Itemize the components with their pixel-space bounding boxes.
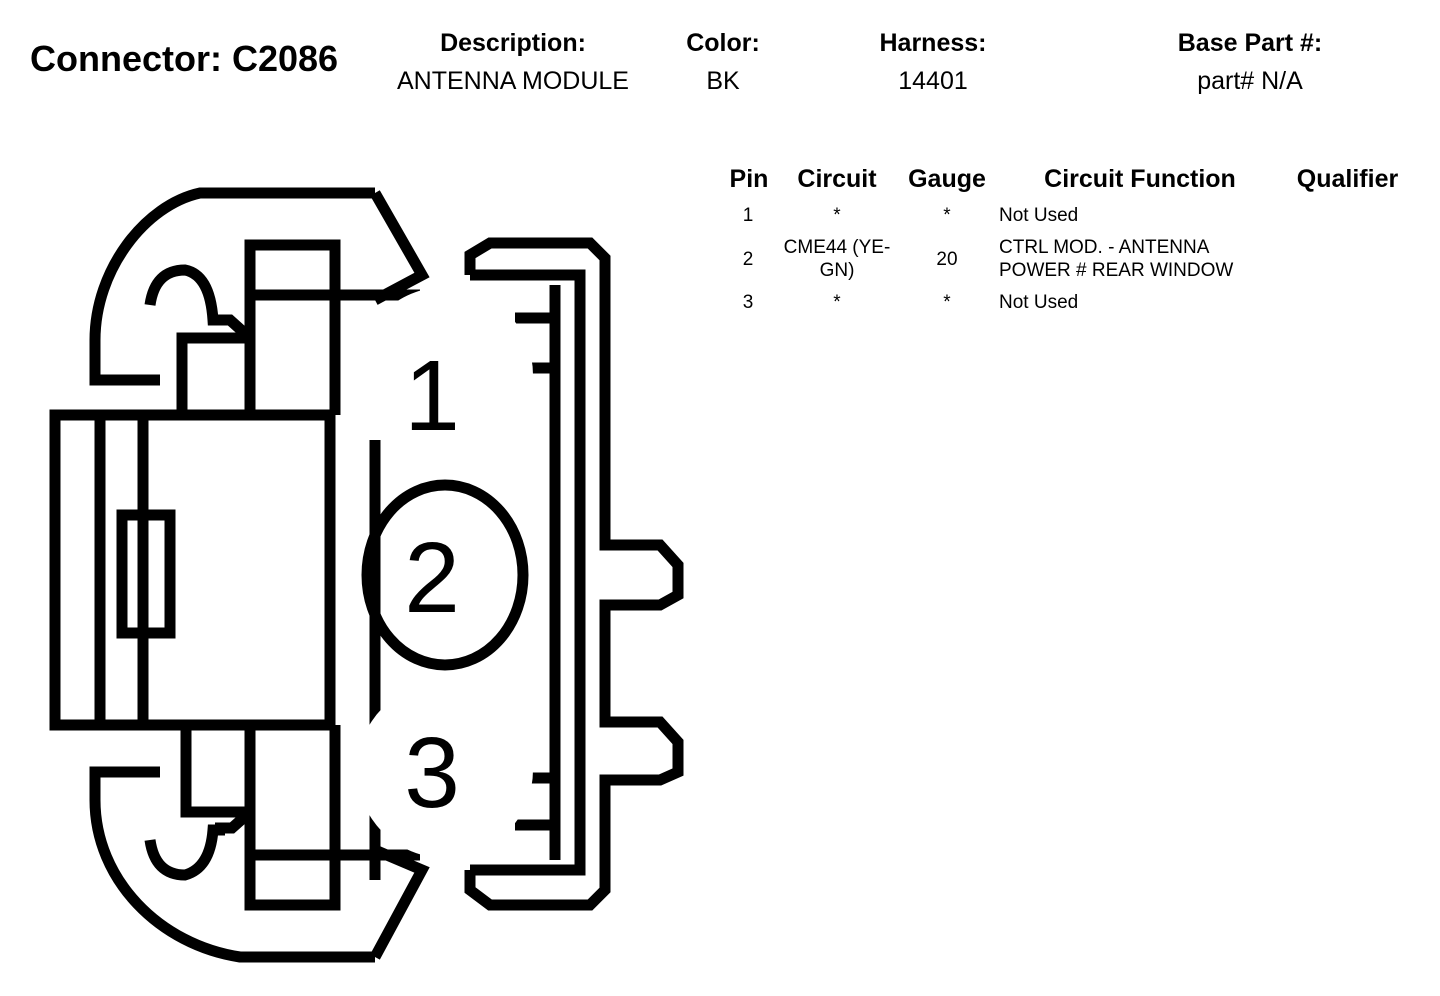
right-housing [464, 237, 684, 911]
pin-1-cavity [357, 287, 533, 463]
row-3-gauge: * [943, 292, 951, 313]
row-1-pin: 1 [742, 205, 754, 226]
col-header-pin: Pin [729, 165, 769, 193]
description-value: ANTENNA MODULE [397, 67, 629, 95]
pin-2-label: 2 [404, 522, 460, 634]
upper-latch [89, 187, 375, 386]
right-tab-lower [515, 772, 555, 831]
upper-small-hook [215, 314, 254, 343]
upper-hook [144, 264, 225, 326]
body-key [116, 509, 176, 639]
base-part-value: part# N/A [1197, 67, 1303, 95]
base-part-label: Base Part #: [1177, 29, 1323, 57]
lower-hook [144, 824, 225, 881]
row-3-pin: 3 [742, 292, 754, 313]
lower-latch-triangle [370, 844, 430, 960]
lower-small-block [180, 719, 256, 818]
harness-block: Harness: 14401 [858, 28, 1008, 96]
connector-title: Connector: C2086 [30, 38, 339, 79]
upper-small-block [176, 332, 256, 421]
upper-latch-triangle [370, 190, 430, 305]
lower-terminal-block [244, 849, 341, 911]
row-3-circuit: * [833, 292, 841, 313]
connector-face-diagram: 1 2 3 [49, 187, 684, 963]
right-rail-outer [470, 269, 586, 876]
description-block: Description: ANTENNA MODULE [378, 28, 648, 96]
upper-terminal-block [244, 239, 341, 301]
pin-3-label: 3 [404, 717, 460, 829]
base-part-block: Base Part #: part# N/A [1150, 28, 1350, 96]
row-3-function: Not Used [999, 292, 1079, 313]
lower-latch [89, 766, 375, 963]
pin-2-ring [361, 479, 529, 671]
right-tab-upper [515, 312, 555, 374]
row-2-function: CTRL MOD. - ANTENNA POWER # REAR WINDOW [999, 237, 1234, 281]
col-header-qualifier: Qualifier [1296, 165, 1399, 193]
pin-1-label: 1 [404, 340, 460, 452]
harness-value: 14401 [898, 67, 968, 95]
pin-3-cavity [357, 682, 533, 858]
row-2-gauge: 20 [936, 249, 958, 270]
row-1-gauge: * [943, 205, 951, 226]
description-label: Description: [440, 29, 586, 57]
lower-small-hook [215, 807, 254, 834]
row-1-circuit: * [833, 205, 841, 226]
color-value: BK [706, 67, 740, 95]
col-header-circuit: Circuit [797, 165, 877, 193]
color-label: Color: [686, 29, 760, 57]
row-2-pin: 2 [742, 249, 754, 270]
color-block: Color: BK [663, 28, 783, 96]
col-header-gauge: Gauge [908, 165, 986, 193]
harness-label: Harness: [879, 29, 987, 57]
row-2-circuit: CME44 (YE-GN) [783, 237, 891, 281]
col-header-circuit-function: Circuit Function [1044, 165, 1236, 193]
row-1-function: Not Used [999, 205, 1079, 226]
